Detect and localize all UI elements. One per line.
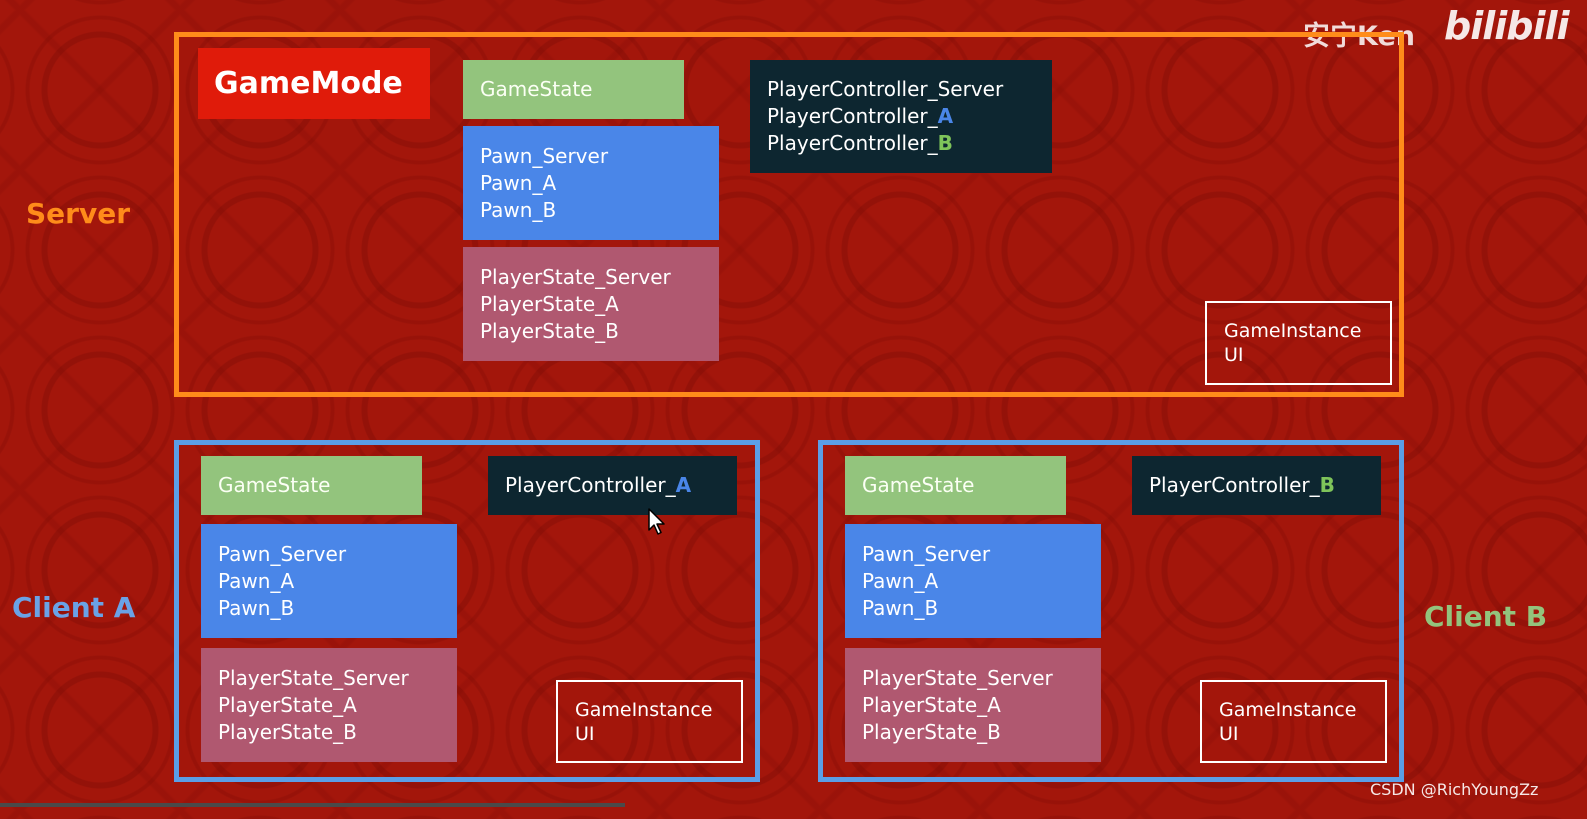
client-b-playercontroller-box: PlayerController_B [1132, 456, 1381, 515]
playerstate-item: PlayerState_A [862, 693, 1001, 717]
pawn-item: Pawn_B [862, 596, 939, 620]
gamestate-label: GameState [480, 77, 593, 101]
client-a-pawn-box: Pawn_Server Pawn_A Pawn_B [201, 524, 457, 638]
client-b-gameinstance-box: GameInstance UI [1200, 680, 1387, 763]
playercontroller-item: PlayerController_B [1149, 473, 1335, 497]
server-playercontroller-box: PlayerController_Server PlayerController… [750, 60, 1052, 173]
client-b-label: Client B [1424, 600, 1548, 633]
playerstate-item: PlayerState_Server [862, 666, 1053, 690]
pawn-item: Pawn_B [480, 198, 557, 222]
ui-label: UI [1224, 344, 1244, 366]
gamestate-label: GameState [862, 473, 975, 497]
ui-label: UI [575, 723, 595, 745]
client-b-playerstate-box: PlayerState_Server PlayerState_A PlayerS… [845, 648, 1101, 762]
playercontroller-item: PlayerController_B [767, 131, 953, 155]
ui-label: UI [1219, 723, 1239, 745]
client-a-frame [174, 440, 760, 782]
bilibili-logo: bilibili [1444, 4, 1570, 48]
pawn-item: Pawn_Server [480, 144, 609, 168]
mouse-pointer-icon [648, 508, 666, 540]
server-label: Server [26, 197, 131, 230]
client-a-gameinstance-box: GameInstance UI [556, 680, 743, 763]
server-gamestate-box: GameState [463, 60, 684, 119]
gamestate-label: GameState [218, 473, 331, 497]
client-a-playercontroller-box: PlayerController_A [488, 456, 737, 515]
playercontroller-item: PlayerController_A [767, 104, 954, 128]
server-pawn-box: Pawn_Server Pawn_A Pawn_B [463, 126, 719, 240]
client-a-label: Client A [12, 591, 136, 624]
gamemode-label: GameMode [214, 66, 403, 101]
client-a-gamestate-box: GameState [201, 456, 422, 515]
server-gamemode-box: GameMode [198, 48, 430, 119]
pawn-item: Pawn_Server [862, 542, 991, 566]
playerstate-item: PlayerState_Server [480, 265, 671, 289]
gameinstance-label: GameInstance [1224, 320, 1362, 342]
pawn-item: Pawn_A [480, 171, 557, 195]
playerstate-item: PlayerState_B [218, 720, 357, 744]
client-a-playerstate-box: PlayerState_Server PlayerState_A PlayerS… [201, 648, 457, 762]
server-gameinstance-box: GameInstance UI [1205, 301, 1392, 385]
pawn-item: Pawn_B [218, 596, 295, 620]
playerstate-item: PlayerState_A [480, 292, 619, 316]
server-frame [174, 32, 1404, 397]
server-playerstate-box: PlayerState_Server PlayerState_A PlayerS… [463, 247, 719, 361]
playerstate-item: PlayerState_B [862, 720, 1001, 744]
playercontroller-item: PlayerController_A [505, 473, 692, 497]
playerstate-item: PlayerState_Server [218, 666, 409, 690]
playerstate-item: PlayerState_A [218, 693, 357, 717]
gameinstance-label: GameInstance [1219, 699, 1357, 721]
playercontroller-item: PlayerController_Server [767, 77, 1004, 101]
client-b-frame [818, 440, 1404, 782]
pawn-item: Pawn_Server [218, 542, 347, 566]
pawn-item: Pawn_A [862, 569, 939, 593]
client-b-pawn-box: Pawn_Server Pawn_A Pawn_B [845, 524, 1101, 638]
gameinstance-label: GameInstance [575, 699, 713, 721]
client-b-gamestate-box: GameState [845, 456, 1066, 515]
csdn-watermark: CSDN @RichYoungZz [1370, 780, 1539, 799]
pawn-item: Pawn_A [218, 569, 295, 593]
video-progress-bar [0, 803, 625, 807]
playerstate-item: PlayerState_B [480, 319, 619, 343]
